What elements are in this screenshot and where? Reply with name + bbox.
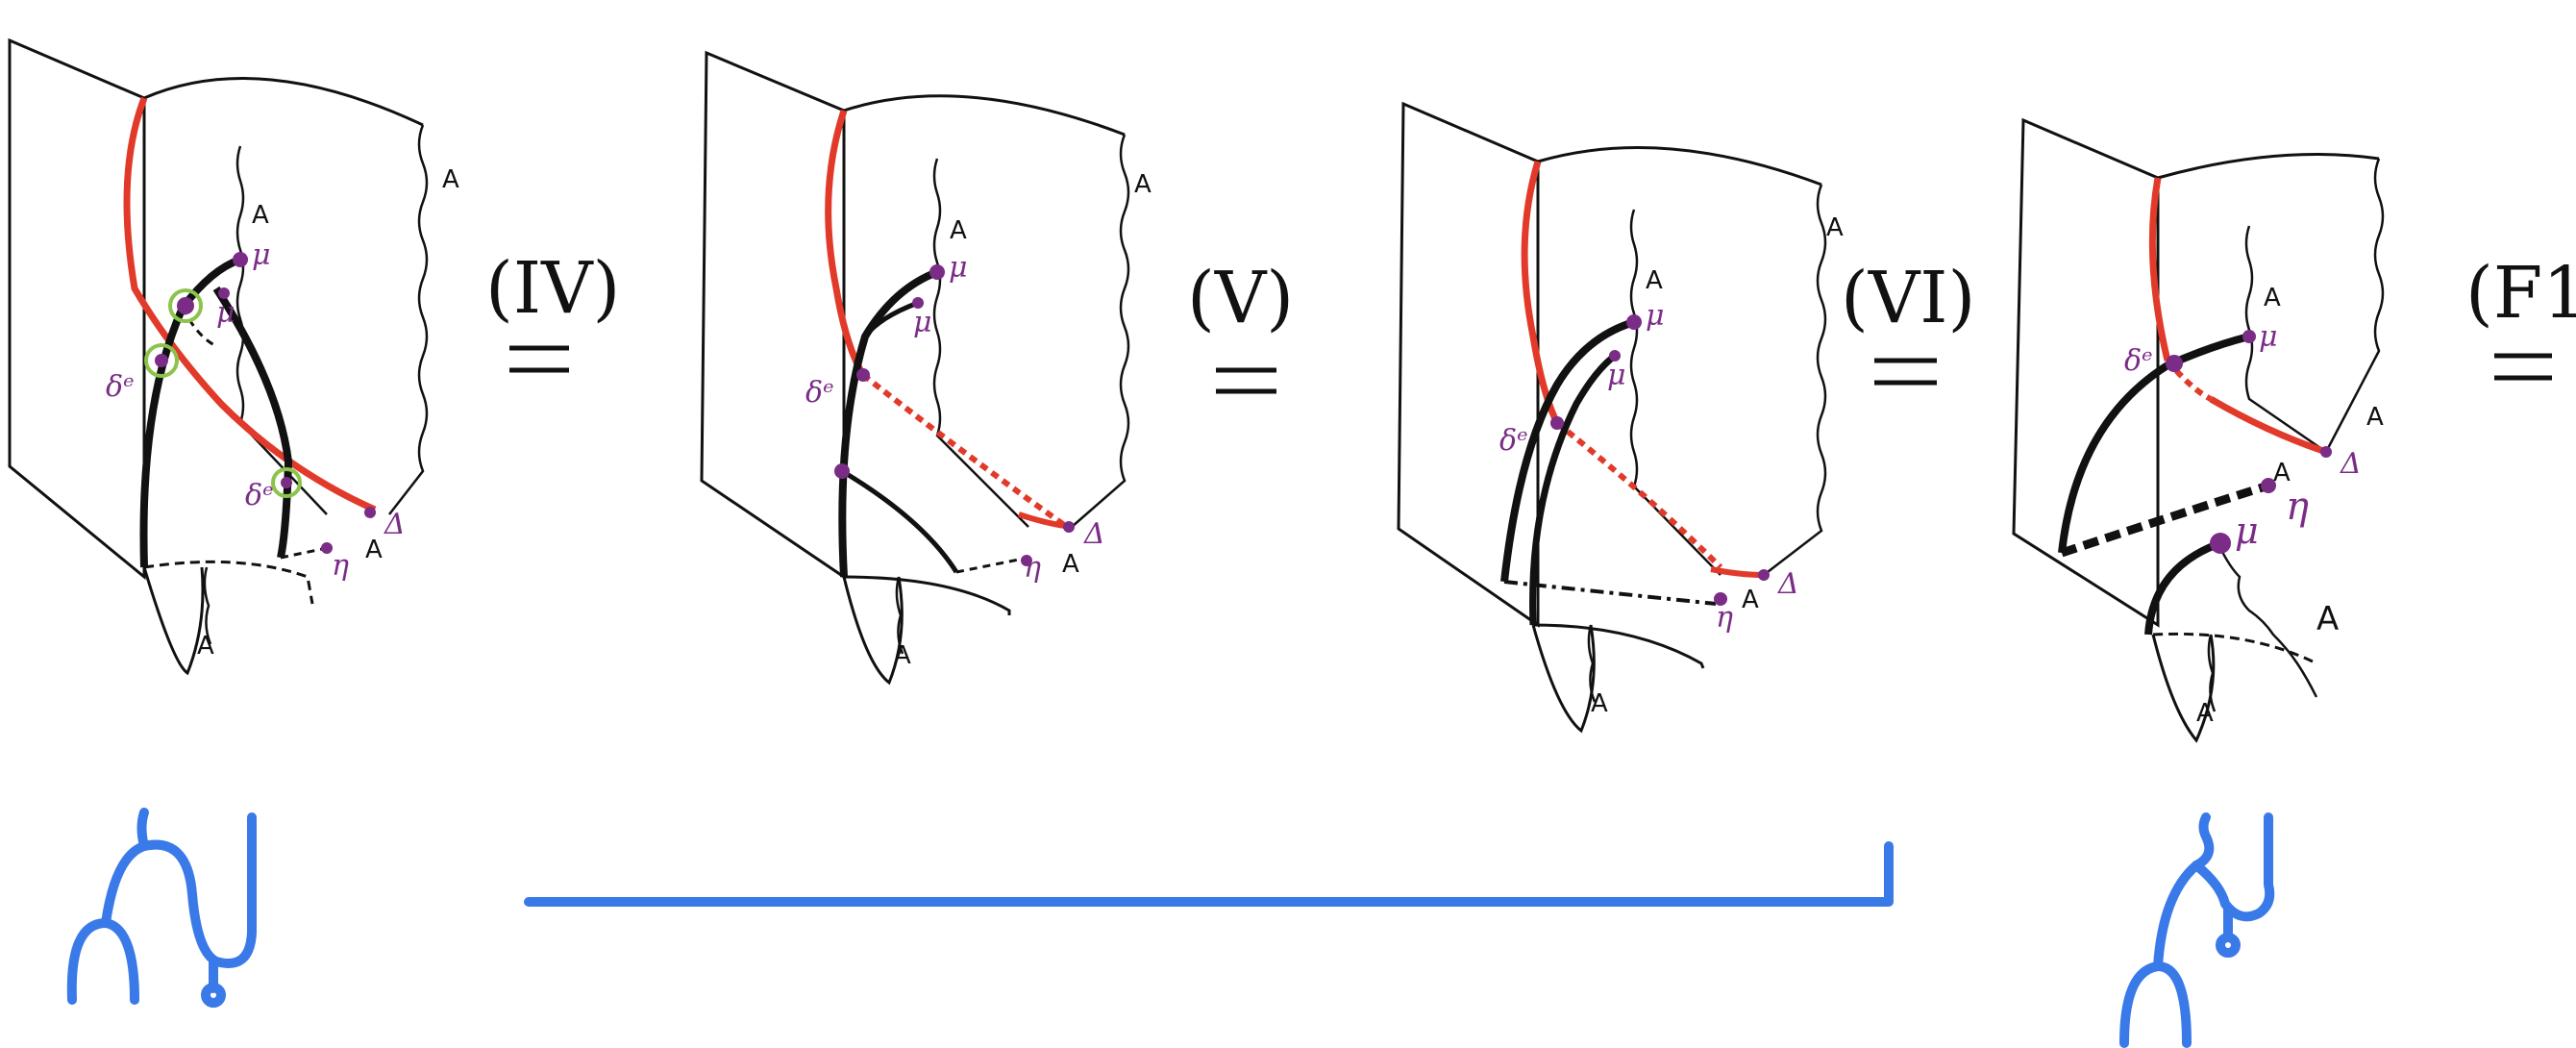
- label-delta-e: δᵉ: [2124, 344, 2153, 378]
- svg-text:(V): (V): [1187, 257, 1294, 339]
- label-A: A: [252, 201, 269, 230]
- label-mu: μ: [252, 238, 271, 272]
- move-label-VI: (VI): [1841, 257, 1975, 386]
- label-A: A: [1062, 550, 1079, 579]
- move-label-F1: (F1): [2465, 252, 2576, 381]
- label-A: A: [2273, 459, 2291, 487]
- connector-bracket: [524, 841, 1894, 907]
- label-delta-e: δᵉ: [245, 479, 274, 512]
- label-A: A: [1826, 213, 1844, 242]
- label-A: A: [1742, 586, 1759, 614]
- panel-2-surface: A A A A μ μ δᵉ η Δ: [700, 50, 1152, 686]
- label-A: A: [2316, 600, 2339, 638]
- label-delta-e: δᵉ: [106, 370, 135, 404]
- label-mu: μ: [913, 306, 932, 339]
- label-mu: μ: [216, 296, 235, 330]
- label-A: A: [1134, 170, 1152, 199]
- svg-text:(IV): (IV): [485, 247, 620, 330]
- label-Delta: Δ: [1777, 567, 1799, 601]
- panel-4-surface: A A A A A μ δᵉ Δ η μ: [2012, 117, 2385, 743]
- label-Delta: Δ: [2340, 447, 2362, 481]
- label-A: A: [2196, 699, 2214, 728]
- label-delta-e: δᵉ: [805, 376, 834, 410]
- label-eta: η: [2286, 485, 2309, 529]
- label-A: A: [894, 641, 911, 670]
- label-Delta: Δ: [1083, 517, 1105, 551]
- label-eta: η: [1024, 551, 1041, 585]
- move-label-IV: (IV): [485, 247, 620, 373]
- label-mu: μ: [1607, 359, 1626, 392]
- label-A: A: [2366, 403, 2384, 432]
- label-mu: μ: [949, 251, 968, 285]
- label-eta: η: [332, 549, 349, 583]
- label-A: A: [1646, 266, 1663, 295]
- panel-1-surface: A A A A μ μ δᵉ δᵉ η Δ: [8, 37, 459, 676]
- tree-diagram-icon-left: [66, 808, 257, 1008]
- label-mu: μ: [2235, 510, 2259, 552]
- panel-3-surface: A A A A μ μ δᵉ η Δ: [1397, 101, 1844, 734]
- label-A: A: [1591, 689, 1608, 718]
- label-Delta: Δ: [384, 508, 406, 541]
- label-A: A: [2264, 284, 2281, 312]
- label-mu: μ: [1646, 299, 1665, 333]
- label-A: A: [365, 536, 383, 564]
- label-delta-e: δᵉ: [1499, 424, 1528, 458]
- move-label-V: (V): [1187, 257, 1294, 394]
- label-A: A: [197, 632, 214, 661]
- tree-diagram-icon-right: [2119, 812, 2275, 1048]
- label-A: A: [950, 216, 967, 245]
- label-eta: η: [1716, 601, 1733, 635]
- svg-text:(F1): (F1): [2465, 252, 2576, 335]
- label-A: A: [442, 165, 459, 194]
- label-mu: μ: [2259, 320, 2278, 354]
- svg-text:(VI): (VI): [1841, 257, 1975, 339]
